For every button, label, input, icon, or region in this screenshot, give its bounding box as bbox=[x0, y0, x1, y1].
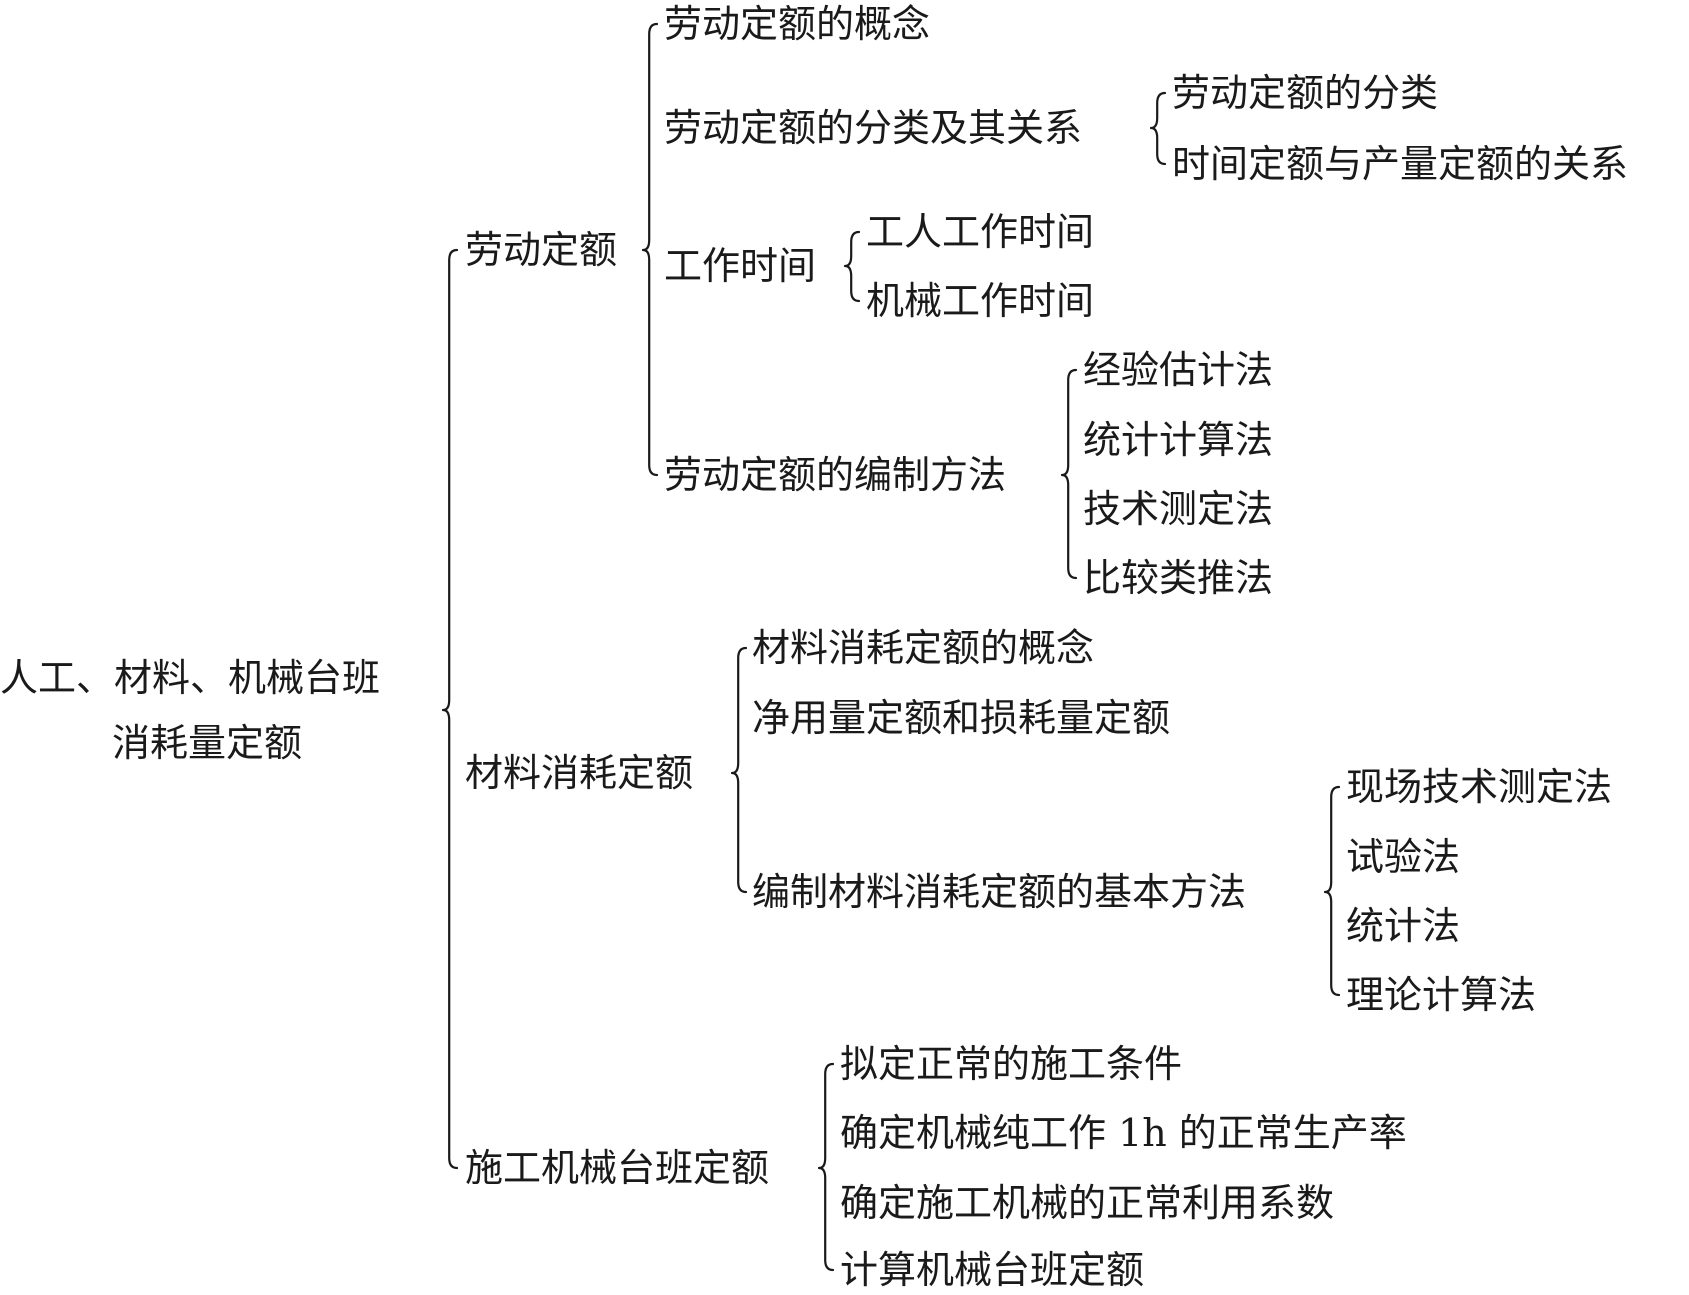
brace-compilation-methods bbox=[1060, 368, 1078, 580]
branch-labor-quota: 劳动定额 bbox=[465, 228, 618, 272]
machine-working-time: 机械工作时间 bbox=[866, 279, 1095, 323]
brace-labor-classification bbox=[1149, 91, 1167, 166]
labor-compilation-methods: 劳动定额的编制方法 bbox=[664, 453, 1007, 497]
technical-measurement-method: 技术测定法 bbox=[1083, 487, 1274, 531]
brace-material-methods bbox=[1323, 785, 1341, 997]
machine-shift-quota-calculation: 计算机械台班定额 bbox=[840, 1248, 1145, 1292]
brace-labor-quota bbox=[641, 22, 659, 477]
brace-material-quota bbox=[730, 646, 748, 894]
time-output-relation: 时间定额与产量定额的关系 bbox=[1172, 142, 1629, 186]
material-concept: 材料消耗定额的概念 bbox=[752, 626, 1095, 670]
onsite-technical-measurement: 现场技术测定法 bbox=[1346, 765, 1613, 809]
brace-working-time bbox=[843, 230, 861, 303]
root-label-line2: 消耗量定额 bbox=[112, 721, 303, 765]
labor-classification-relation: 劳动定额的分类及其关系 bbox=[664, 106, 1083, 150]
net-and-loss-quota: 净用量定额和损耗量定额 bbox=[752, 696, 1171, 740]
branch-machine-shift-quota: 施工机械台班定额 bbox=[465, 1146, 770, 1190]
statistical-calculation-method: 统计计算法 bbox=[1083, 418, 1274, 462]
branch-material-consumption-quota: 材料消耗定额 bbox=[465, 751, 694, 795]
statistical-method: 统计法 bbox=[1346, 904, 1461, 948]
machine-net-productivity: 确定机械纯工作 1h 的正常生产率 bbox=[840, 1111, 1407, 1155]
normal-construction-conditions: 拟定正常的施工条件 bbox=[840, 1042, 1183, 1086]
experience-estimation-method: 经验估计法 bbox=[1083, 348, 1274, 392]
brace-root bbox=[441, 248, 459, 1170]
test-method: 试验法 bbox=[1346, 835, 1461, 879]
worker-working-time: 工人工作时间 bbox=[866, 210, 1095, 254]
brace-machine-quota bbox=[817, 1062, 835, 1272]
machine-utilization-factor: 确定施工机械的正常利用系数 bbox=[840, 1181, 1335, 1225]
root-label-line1: 人工、材料、机械台班 bbox=[0, 656, 381, 700]
working-time: 工作时间 bbox=[664, 244, 817, 288]
theoretical-calculation-method: 理论计算法 bbox=[1346, 973, 1537, 1017]
labor-classification: 劳动定额的分类 bbox=[1172, 71, 1439, 115]
material-basic-methods: 编制材料消耗定额的基本方法 bbox=[752, 870, 1247, 914]
labor-concept: 劳动定额的概念 bbox=[664, 2, 931, 46]
comparative-analogy-method: 比较类推法 bbox=[1083, 556, 1274, 600]
